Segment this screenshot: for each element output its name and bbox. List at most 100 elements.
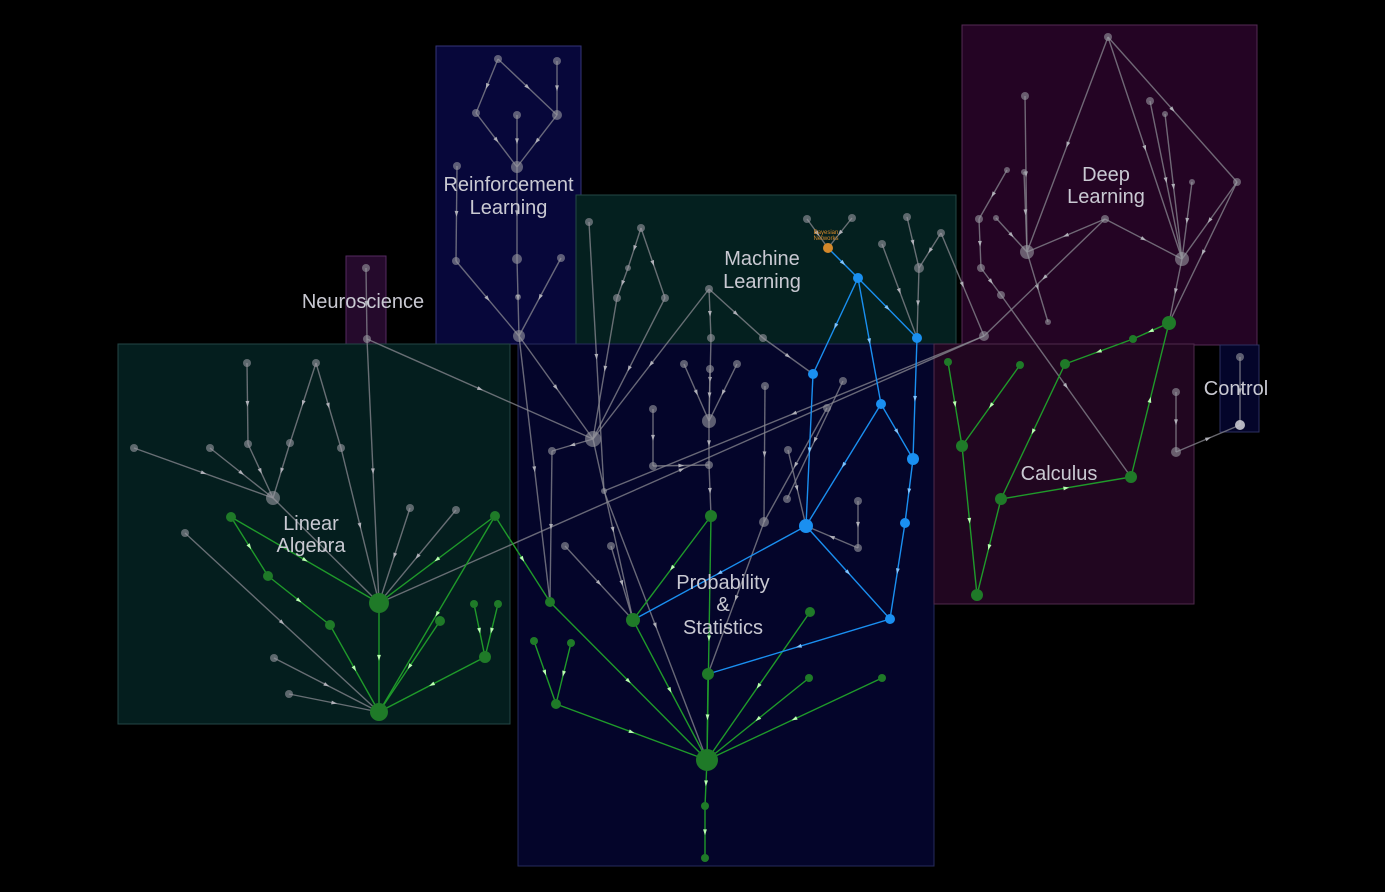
graph-node[interactable]	[312, 359, 320, 367]
graph-node[interactable]	[885, 614, 895, 624]
graph-node[interactable]	[803, 215, 811, 223]
graph-node[interactable]	[1162, 316, 1176, 330]
graph-node[interactable]	[567, 639, 575, 647]
node-bayesian-networks[interactable]	[823, 243, 833, 253]
graph-node[interactable]	[914, 263, 924, 273]
graph-node[interactable]	[226, 512, 236, 522]
graph-node[interactable]	[705, 285, 713, 293]
graph-node[interactable]	[1146, 97, 1154, 105]
graph-node[interactable]	[1104, 33, 1112, 41]
graph-node[interactable]	[1235, 420, 1245, 430]
graph-node[interactable]	[470, 600, 478, 608]
graph-node[interactable]	[854, 544, 862, 552]
graph-node[interactable]	[702, 414, 716, 428]
graph-node[interactable]	[337, 444, 345, 452]
graph-node[interactable]	[944, 358, 952, 366]
graph-node[interactable]	[853, 273, 863, 283]
graph-node[interactable]	[513, 111, 521, 119]
graph-node[interactable]	[181, 529, 189, 537]
graph-node[interactable]	[805, 674, 813, 682]
graph-node[interactable]	[997, 291, 1005, 299]
graph-node[interactable]	[661, 294, 669, 302]
graph-node[interactable]	[637, 224, 645, 232]
graph-node[interactable]	[975, 215, 983, 223]
graph-node[interactable]	[511, 161, 523, 173]
graph-node[interactable]	[759, 517, 769, 527]
graph-node[interactable]	[784, 446, 792, 454]
graph-node[interactable]	[1236, 353, 1244, 361]
graph-node[interactable]	[270, 654, 278, 662]
graph-node[interactable]	[971, 589, 983, 601]
graph-node[interactable]	[823, 404, 831, 412]
graph-node[interactable]	[552, 110, 562, 120]
graph-node[interactable]	[244, 440, 252, 448]
graph-node[interactable]	[977, 264, 985, 272]
graph-node[interactable]	[548, 447, 556, 455]
graph-node[interactable]	[545, 597, 555, 607]
graph-node[interactable]	[995, 493, 1007, 505]
graph-node[interactable]	[878, 674, 886, 682]
graph-node[interactable]	[1060, 359, 1070, 369]
graph-node[interactable]	[993, 215, 999, 221]
graph-node[interactable]	[1021, 92, 1029, 100]
graph-node[interactable]	[406, 504, 414, 512]
graph-node[interactable]	[1125, 471, 1137, 483]
graph-node[interactable]	[553, 57, 561, 65]
graph-node[interactable]	[452, 257, 460, 265]
graph-node[interactable]	[912, 333, 922, 343]
graph-node[interactable]	[854, 497, 862, 505]
graph-node[interactable]	[625, 265, 631, 271]
graph-node[interactable]	[701, 854, 709, 862]
graph-node[interactable]	[452, 506, 460, 514]
graph-node[interactable]	[903, 213, 911, 221]
graph-node[interactable]	[1101, 215, 1109, 223]
graph-node[interactable]	[369, 593, 389, 613]
graph-node[interactable]	[285, 690, 293, 698]
graph-node[interactable]	[1171, 447, 1181, 457]
graph-node[interactable]	[435, 616, 445, 626]
graph-node[interactable]	[513, 330, 525, 342]
graph-node[interactable]	[1004, 167, 1010, 173]
graph-node[interactable]	[363, 335, 371, 343]
graph-node[interactable]	[907, 453, 919, 465]
graph-node[interactable]	[649, 462, 657, 470]
graph-node[interactable]	[325, 620, 335, 630]
graph-node[interactable]	[1175, 252, 1189, 266]
graph-node[interactable]	[761, 382, 769, 390]
graph-node[interactable]	[1162, 111, 1168, 117]
graph-node[interactable]	[1016, 361, 1024, 369]
graph-node[interactable]	[878, 240, 886, 248]
graph-node[interactable]	[799, 519, 813, 533]
graph-node[interactable]	[626, 613, 640, 627]
graph-node[interactable]	[705, 461, 713, 469]
graph-node[interactable]	[601, 488, 607, 494]
graph-node[interactable]	[585, 218, 593, 226]
graph-node[interactable]	[551, 699, 561, 709]
graph-node[interactable]	[561, 542, 569, 550]
graph-node[interactable]	[707, 334, 715, 342]
graph-node[interactable]	[1021, 169, 1027, 175]
graph-node[interactable]	[370, 703, 388, 721]
graph-node[interactable]	[876, 399, 886, 409]
graph-node[interactable]	[453, 162, 461, 170]
graph-node[interactable]	[696, 749, 718, 771]
graph-node[interactable]	[512, 254, 522, 264]
graph-node[interactable]	[557, 254, 565, 262]
graph-node[interactable]	[706, 365, 714, 373]
graph-node[interactable]	[979, 331, 989, 341]
graph-node[interactable]	[808, 369, 818, 379]
graph-node[interactable]	[680, 360, 688, 368]
graph-node[interactable]	[130, 444, 138, 452]
graph-node[interactable]	[286, 439, 294, 447]
graph-node[interactable]	[515, 294, 521, 300]
graph-node[interactable]	[1233, 178, 1241, 186]
graph-node[interactable]	[530, 637, 538, 645]
graph-node[interactable]	[1172, 388, 1180, 396]
graph-node[interactable]	[956, 440, 968, 452]
graph-node[interactable]	[839, 377, 847, 385]
graph-node[interactable]	[613, 294, 621, 302]
graph-node[interactable]	[1129, 335, 1137, 343]
graph-node[interactable]	[472, 109, 480, 117]
graph-node[interactable]	[1189, 179, 1195, 185]
graph-node[interactable]	[702, 668, 714, 680]
